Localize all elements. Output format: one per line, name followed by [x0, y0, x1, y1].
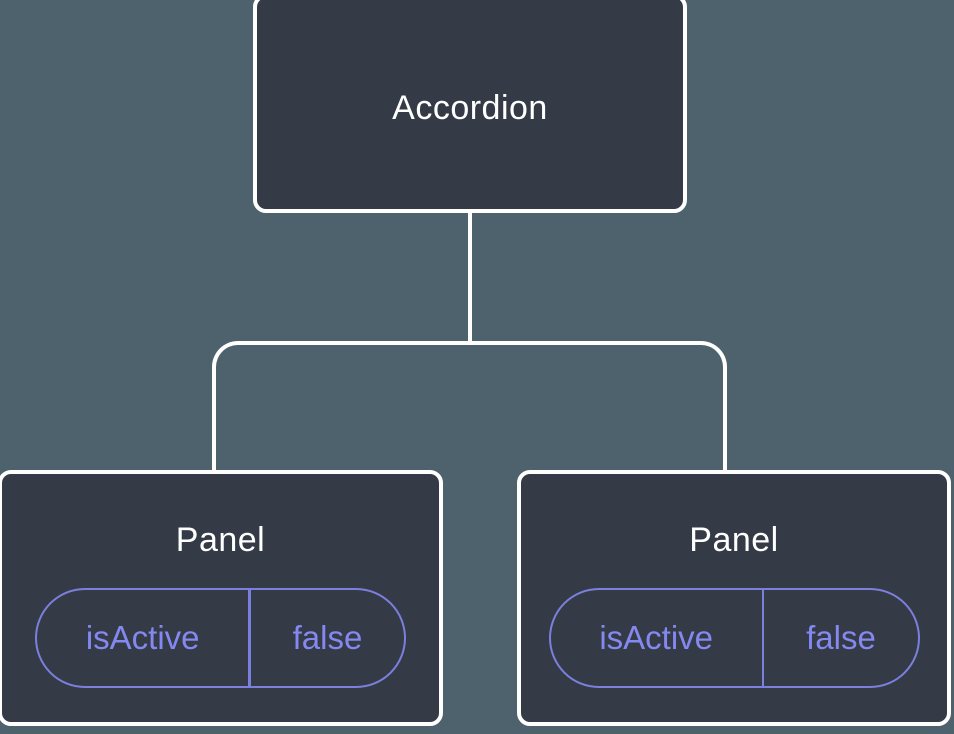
node-panel-right-label: Panel [689, 521, 779, 559]
state-pill-divider [761, 590, 765, 686]
node-panel-right: Panel isActive false [517, 470, 951, 726]
node-accordion-label: Accordion [392, 89, 548, 127]
state-value: false [292, 619, 363, 656]
state-name: isActive [599, 619, 714, 656]
connector-branch-rail [212, 341, 727, 474]
state-pill-divider [248, 590, 251, 686]
state-value: false [806, 619, 876, 656]
node-accordion: Accordion [253, 0, 687, 213]
state-pill-left: isActive false [35, 588, 406, 688]
node-panel-left: Panel isActive false [0, 470, 443, 726]
node-panel-left-label: Panel [175, 521, 266, 559]
connector-root-stem [468, 211, 472, 345]
state-pill-right: isActive false [548, 588, 920, 688]
state-name: isActive [85, 619, 200, 656]
